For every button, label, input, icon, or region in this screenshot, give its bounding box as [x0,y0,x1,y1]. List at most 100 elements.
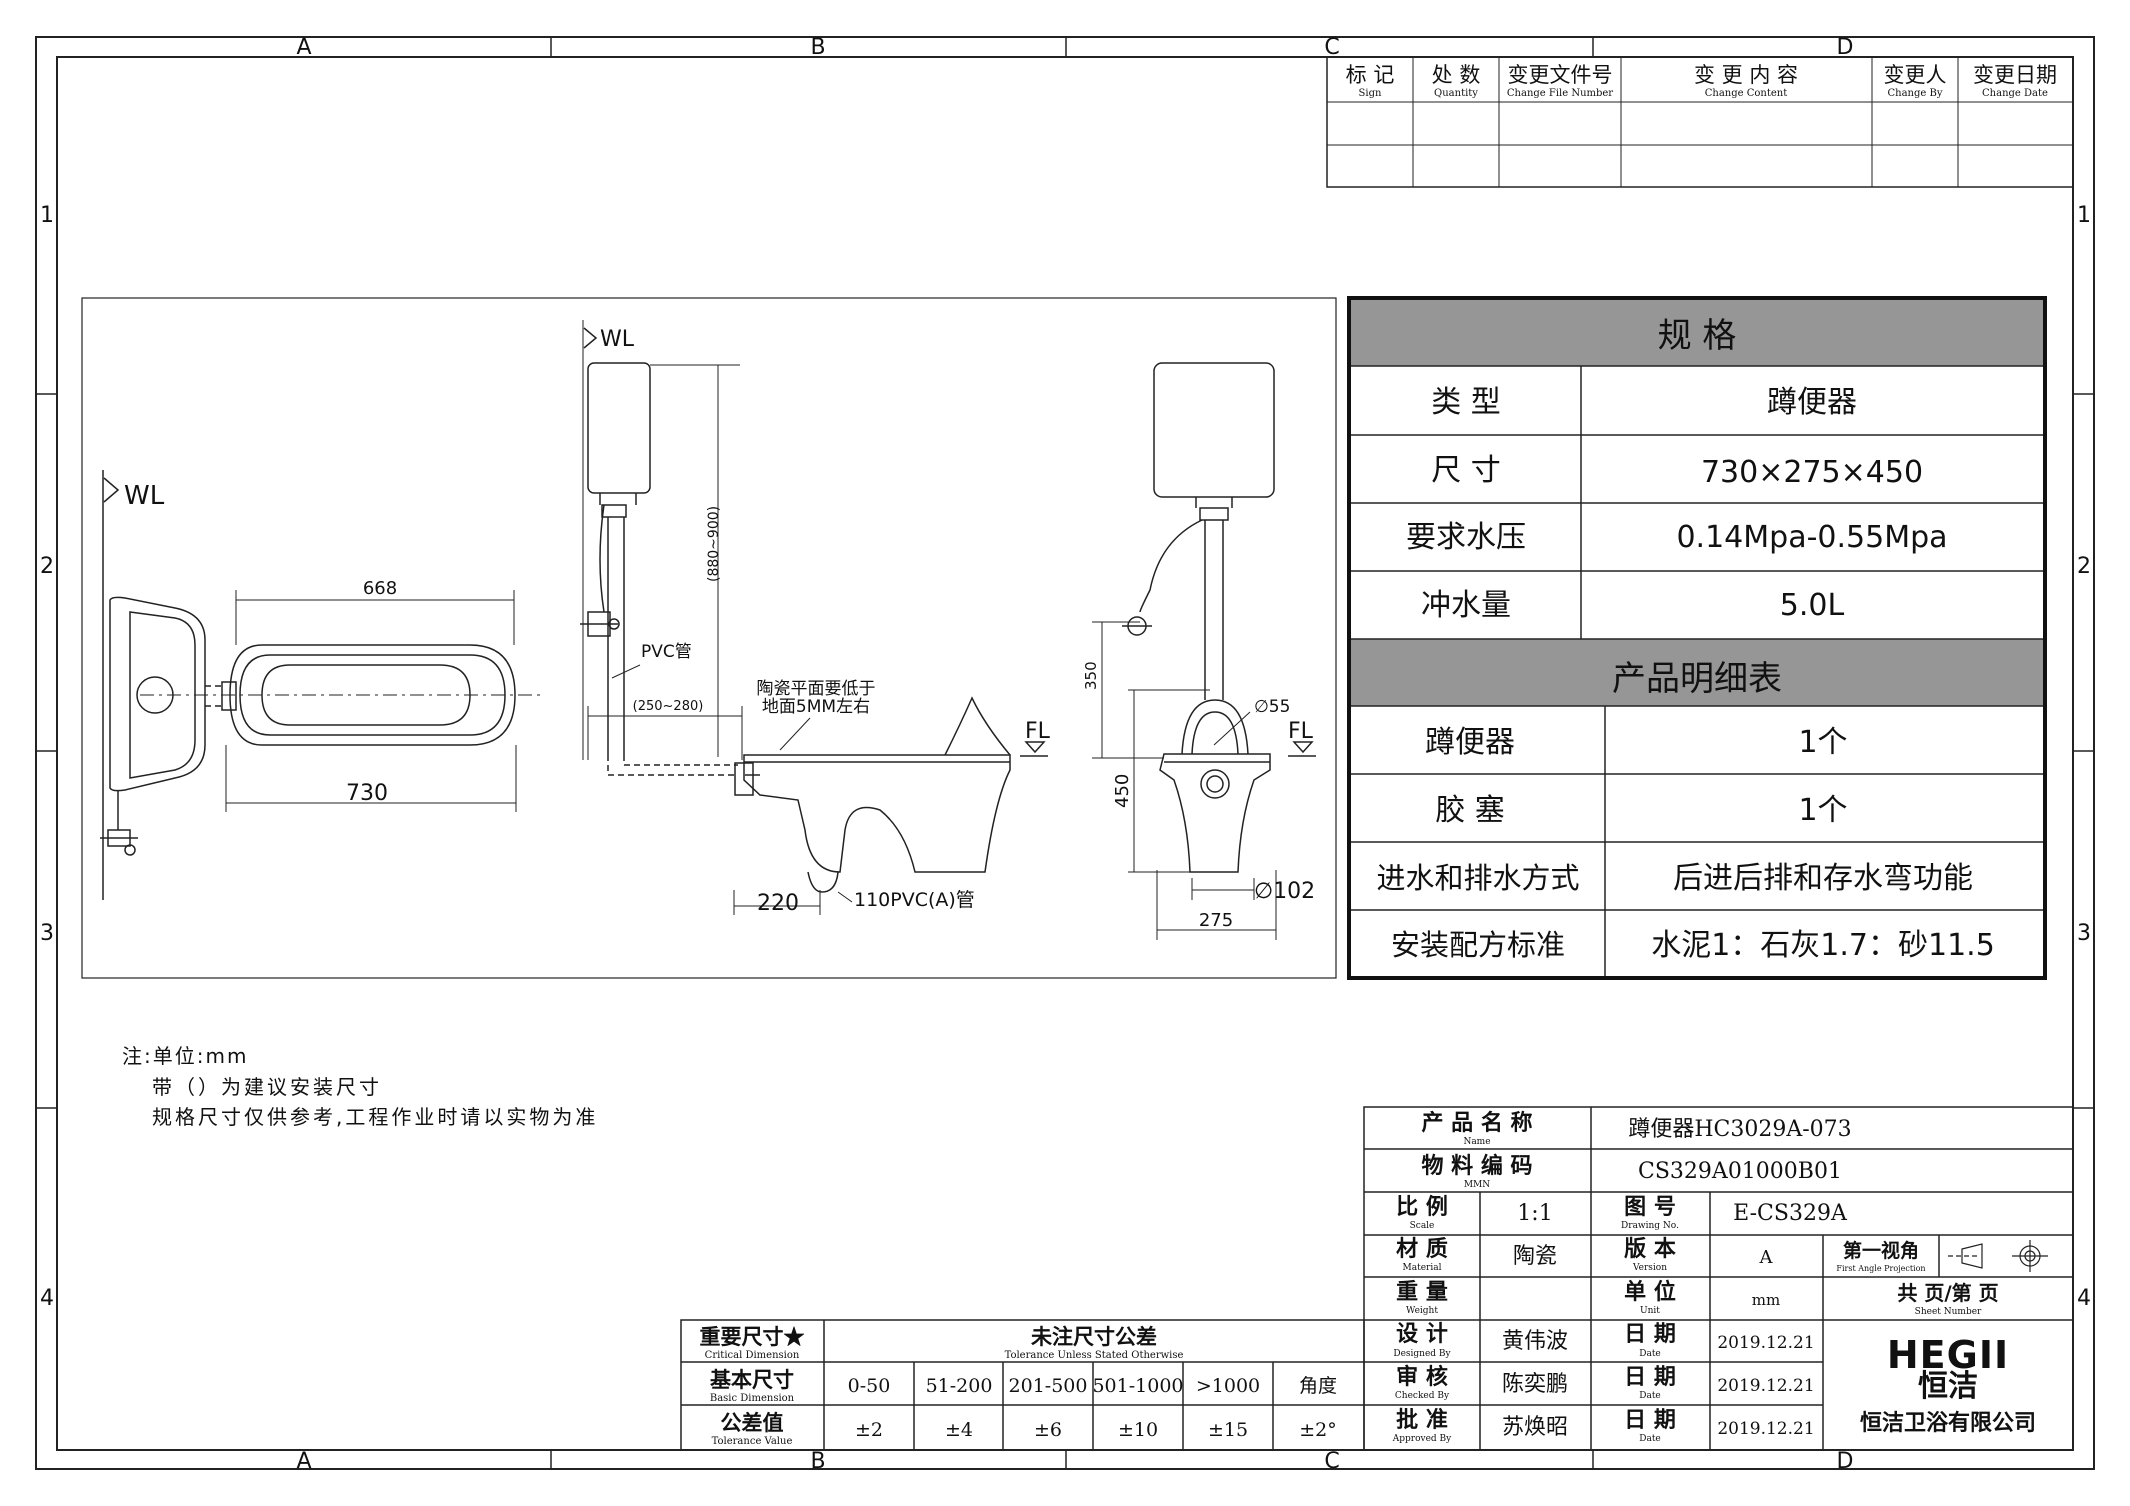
range-cell: 201-500 [1009,1375,1088,1397]
tol-cell: ±6 [1034,1419,1062,1441]
note-line: 规格尺寸仅供参考,工程作业时请以实物为准 [152,1105,598,1129]
date-en: Date [1639,1391,1661,1401]
fl-label: FL [1025,719,1051,744]
row-label: 4 [40,1286,54,1311]
front-view [1092,362,1316,940]
drawing-no-label: 图 号 [1624,1194,1676,1220]
version-value: A [1759,1247,1774,1268]
spec-table: 规 格 类 型 蹲便器 尺 寸 730×275×450 要求水压 0.14Mpa… [1347,296,2047,980]
rev-header: 变更日期 [1973,63,2057,87]
spec-title-band [1351,300,2043,366]
rev-header-en: Change File Number [1507,88,1613,99]
product-name: 蹲便器HC3029A-073 [1628,1117,1851,1142]
unit-value: mm [1752,1291,1780,1309]
spec-title: 规 格 [1658,316,1737,356]
designer: 黄伟波 [1502,1329,1568,1354]
col-label: A [296,35,311,60]
rev-header-en: Change Date [1982,88,2048,99]
detail-label: 胶 塞 [1435,793,1505,828]
dim-730: 730 [346,781,388,806]
version-en: Version [1632,1263,1667,1273]
fl-label: FL [1288,719,1314,744]
dim-d55: ∅55 [1254,697,1290,717]
material-label: 材 质 [1396,1236,1448,1262]
critical-en: Critical Dimension [705,1350,800,1361]
drawing-panel: WL 668 730 [81,297,1337,979]
date-value: 2019.12.21 [1717,1333,1814,1353]
inner-frame [56,56,2074,1451]
tol-cell: ±15 [1208,1419,1248,1441]
detail-label: 蹲便器 [1425,725,1515,760]
detail-value: 1个 [1798,793,1847,828]
detail-value: 1个 [1798,725,1847,760]
col-label: B [810,1449,825,1474]
note-line: 注:单位:mm [122,1044,248,1068]
material-code-en: MMN [1464,1180,1490,1190]
spec-value: 730×275×450 [1701,455,1923,490]
revision-table: 标 记 Sign 处 数 Quantity 变更文件号 Change File … [1326,56,2074,188]
col-label: B [810,35,825,60]
tol-label: 公差值 [721,1410,784,1435]
approve-label: 批 准 [1396,1407,1448,1433]
spec-value: 5.0L [1780,588,1845,623]
rev-header-en: Quantity [1434,88,1478,99]
ceramic-note-2: 地面5MM左右 [762,697,870,717]
col-label: D [1837,1449,1854,1474]
rev-header-en: Change By [1888,88,1943,99]
date-en: Date [1639,1434,1661,1444]
dim-880-900: (880~900) [706,506,722,582]
row-label: 1 [40,203,54,228]
tol-en: Tolerance Value [712,1436,793,1447]
range-cell: 角度 [1299,1375,1337,1397]
drain-pipe-label: 110PVC(A)管 [854,889,975,911]
pvc-pipe-label: PVC管 [641,642,692,662]
col-label: C [1324,35,1339,60]
wl-label: WL [600,327,635,352]
material-code-label: 物 料 编 码 [1422,1153,1533,1179]
sheet-en: Sheet Number [1915,1307,1982,1317]
version-label: 版 本 [1624,1236,1676,1262]
design-en: Designed By [1393,1349,1451,1359]
tol-cell: ±2 [855,1419,883,1441]
rev-header-en: Sign [1359,88,1382,99]
weight-en: Weight [1406,1306,1438,1316]
detail-value: 水泥1：石灰1.7：砂11.5 [1651,928,1995,963]
dim-250-280: (250~280) [633,699,704,714]
dim-275: 275 [1199,910,1233,931]
product-name-en: Name [1463,1137,1490,1147]
basic-en: Basic Dimension [710,1393,795,1404]
range-cell: 501-1000 [1092,1375,1183,1397]
row-label: 1 [2077,203,2091,228]
tol-cell: ±4 [945,1419,973,1441]
product-name-label: 产 品 名 称 [1422,1110,1533,1136]
row-label: 3 [40,921,54,946]
brand-cn: 恒洁 [1918,1369,1978,1404]
tol-cell: ±2° [1299,1419,1337,1441]
tolerance-title: 未注尺寸公差 [1031,1324,1157,1349]
detail-value: 后进后排和存水弯功能 [1673,861,1973,896]
rev-header: 变更文件号 [1508,63,1613,87]
detail-label: 进水和排水方式 [1376,861,1579,895]
material-en: Material [1403,1263,1442,1273]
unit-label: 单 位 [1624,1279,1676,1305]
first-angle-projection-icon [1948,1240,2048,1272]
title-block: 产 品 名 称 Name 蹲便器HC3029A-073 物 料 编 码 MMN … [1363,1106,2074,1451]
approver: 苏焕昭 [1502,1415,1568,1440]
projection-en: First Angle Projection [1836,1264,1925,1273]
plan-view [100,470,540,900]
spec-value: 蹲便器 [1767,385,1857,420]
brand-name: HEGII [1887,1333,2009,1377]
unit-en: Unit [1640,1306,1660,1316]
check-en: Checked By [1395,1391,1450,1401]
sheet-label: 共 页/第 页 [1897,1281,1998,1305]
approve-en: Approved By [1392,1434,1452,1444]
spec-label: 类 型 [1431,385,1501,420]
date-value: 2019.12.21 [1717,1419,1814,1439]
company-name: 恒洁卫浴有限公司 [1860,1410,2036,1436]
row-label: 2 [2077,554,2091,579]
notes: 注:单位:mm 带（）为建议安装尺寸 规格尺寸仅供参考,工程作业时请以实物为准 [122,1044,598,1129]
spec-label: 冲水量 [1421,588,1511,623]
drawing-no: E-CS329A [1733,1201,1848,1226]
ceramic-note-1: 陶瓷平面要低于 [757,679,876,699]
